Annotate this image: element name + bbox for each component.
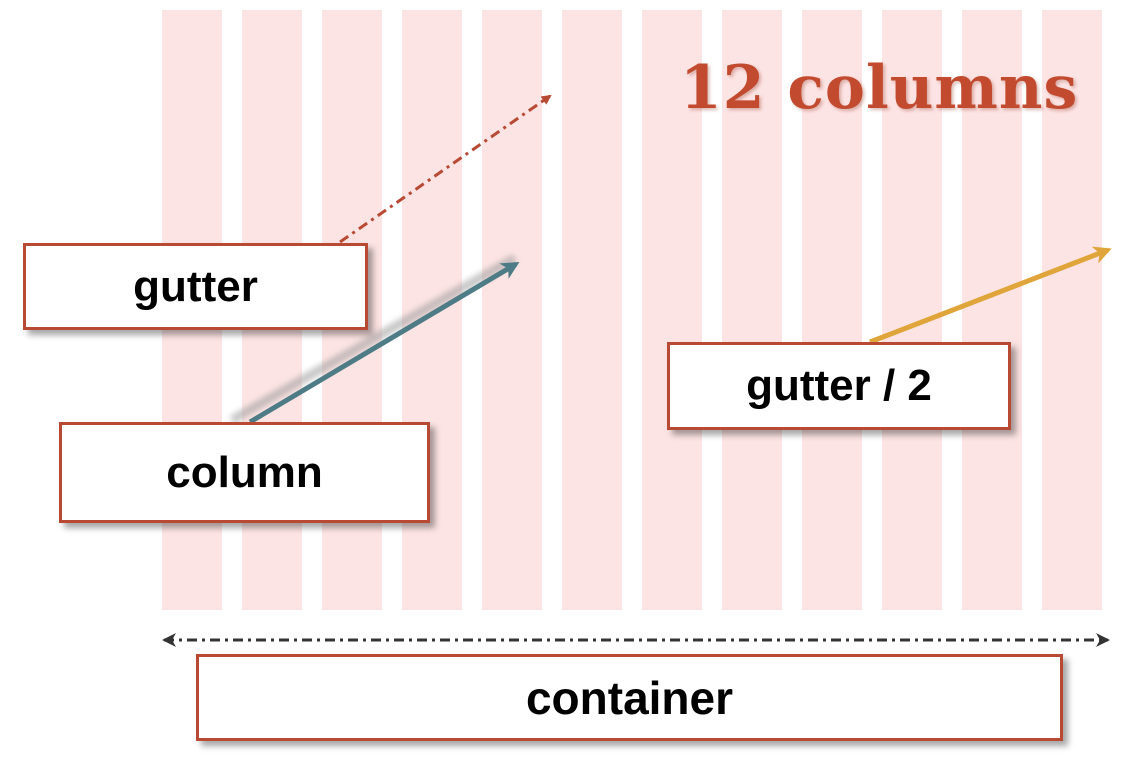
grid-column xyxy=(642,10,702,610)
gutter-arrow xyxy=(339,94,552,244)
grid-column xyxy=(722,10,782,610)
grid-column xyxy=(802,10,862,610)
grid-column xyxy=(1042,10,1102,610)
grid-column xyxy=(562,10,622,610)
container-label: container xyxy=(525,671,734,724)
gutter-label-box: gutter xyxy=(23,243,368,330)
gutter-half-label-box: gutter / 2 xyxy=(667,342,1011,430)
column-arrow xyxy=(248,261,520,425)
column-label-box: column xyxy=(59,422,430,523)
gutter-half-arrow xyxy=(869,246,1112,345)
grid-column xyxy=(962,10,1022,610)
container-label-box: container xyxy=(196,654,1063,741)
column-label: column xyxy=(166,447,323,497)
column-arrow-shadow xyxy=(229,254,518,424)
gutter-half-label: gutter / 2 xyxy=(746,361,932,410)
grid-column xyxy=(882,10,942,610)
gutter-label: gutter xyxy=(133,261,258,311)
diagram-title: 12 columns xyxy=(680,53,1079,123)
